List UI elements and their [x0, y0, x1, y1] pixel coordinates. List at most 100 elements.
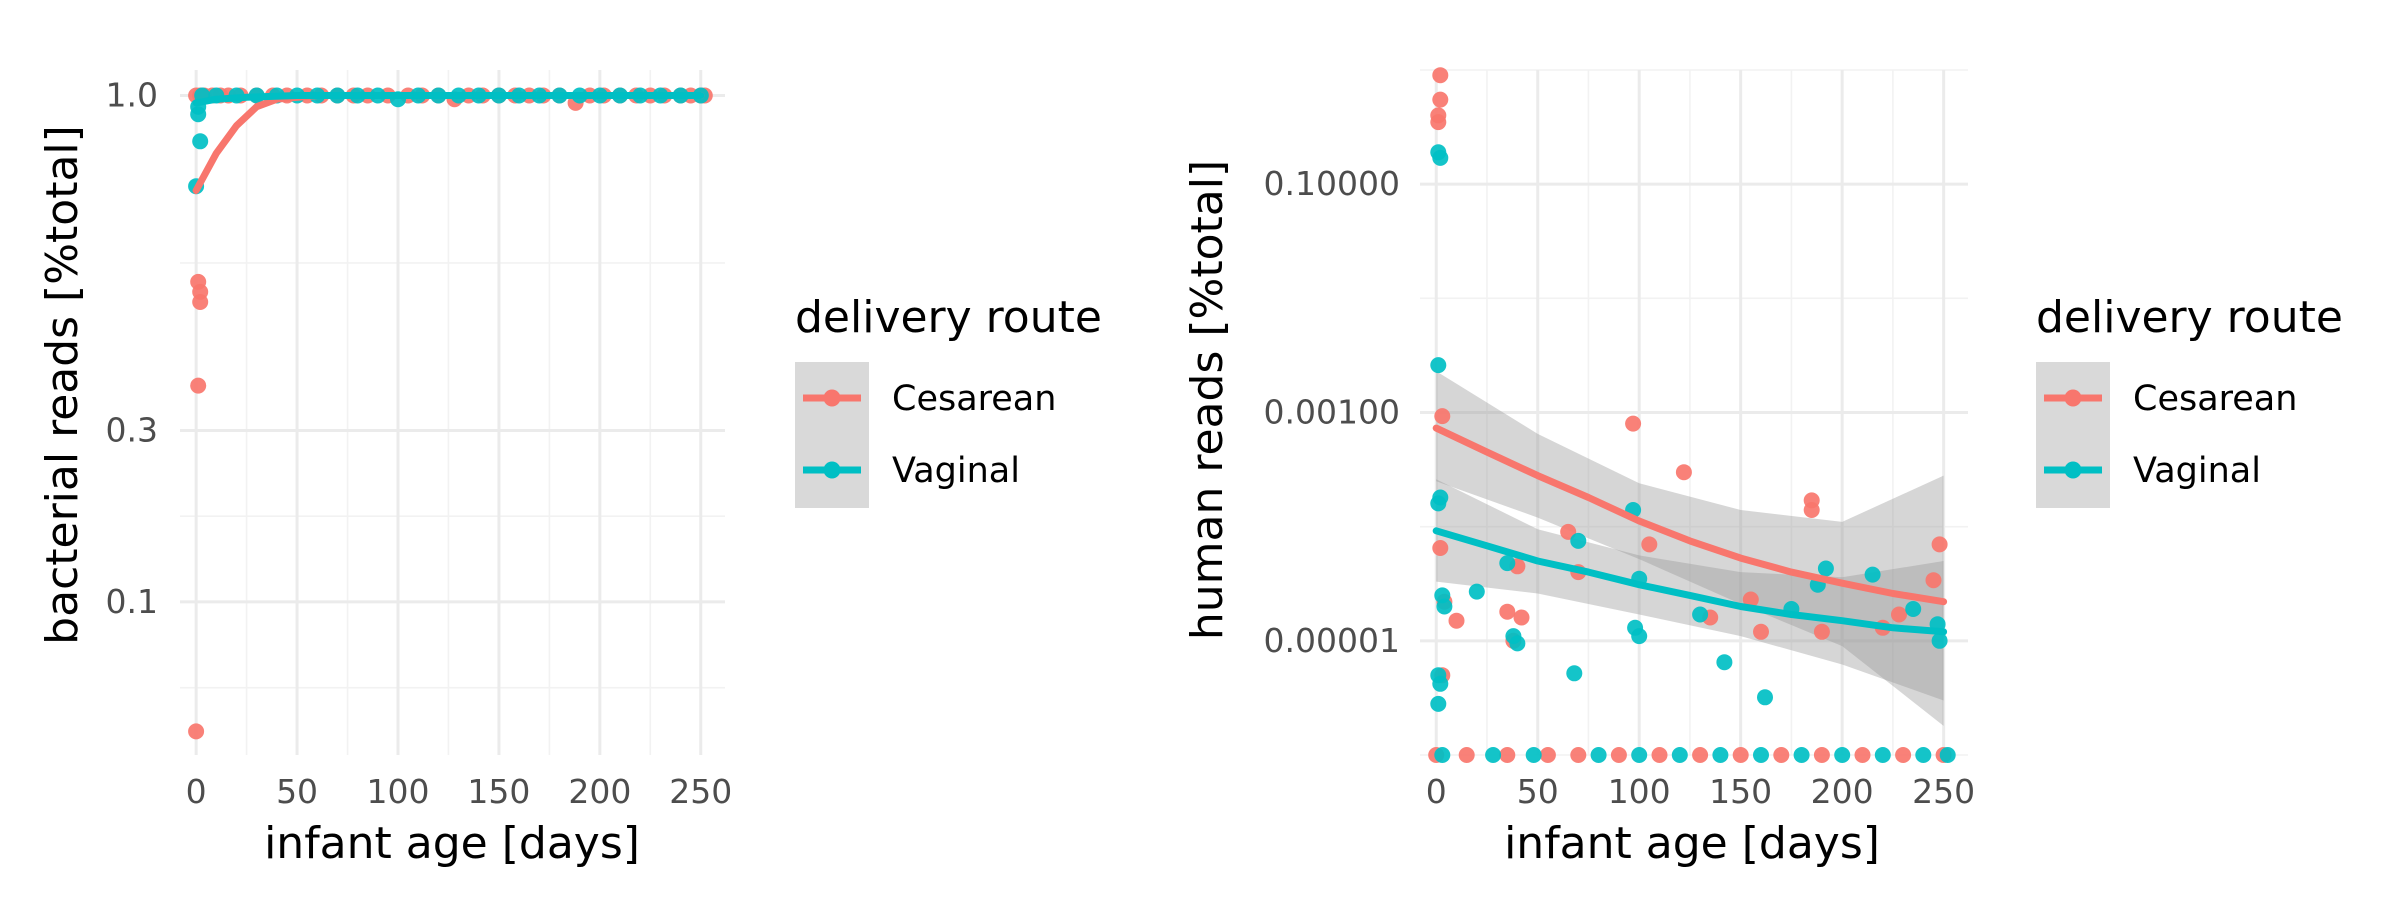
data-point-vaginal: [1817, 560, 1834, 577]
data-point-vaginal: [1931, 632, 1948, 649]
data-point-cesarean: [1773, 747, 1790, 763]
x-tick-label: 250: [1912, 772, 1975, 811]
data-point-cesarean: [1732, 747, 1749, 763]
human-legend-vaginal-dot: [2064, 461, 2082, 479]
bacterial-trend-lines: [192, 92, 705, 194]
human-legend-key-bg: [2036, 362, 2110, 508]
data-point-vaginal: [1834, 747, 1851, 763]
data-point-vaginal: [192, 133, 209, 150]
bacterial-legend-title: delivery route: [795, 292, 1102, 343]
data-point-vaginal: [1485, 747, 1502, 763]
data-point-vaginal: [1434, 747, 1451, 763]
data-point-cesarean: [1539, 747, 1556, 763]
data-point-cesarean: [1813, 623, 1830, 640]
bacterial-x-axis-title: infant age [days]: [264, 818, 640, 869]
data-point-cesarean: [188, 723, 205, 740]
data-point-cesarean: [1432, 67, 1449, 84]
bacterial-legend-cesarean-dot: [823, 389, 841, 407]
data-point-cesarean: [1641, 536, 1658, 553]
data-point-vaginal: [1432, 675, 1449, 692]
x-tick-label: 100: [1608, 772, 1671, 811]
data-point-vaginal: [1864, 566, 1881, 583]
confidence-band-cesarean: [1436, 371, 1944, 726]
human-confidence-bands: [1436, 371, 1944, 726]
bacterial-y-ticks: 0.10.31.0: [106, 75, 158, 620]
data-point-cesarean: [1448, 612, 1465, 629]
data-point-vaginal: [1757, 689, 1773, 706]
data-point-cesarean: [1931, 536, 1948, 553]
data-point-vaginal: [1712, 747, 1729, 763]
data-point-vaginal: [1499, 555, 1516, 572]
data-point-vaginal: [1915, 747, 1932, 763]
data-point-cesarean: [1499, 603, 1516, 620]
data-point-cesarean: [1675, 464, 1692, 481]
x-tick-label: 100: [367, 772, 430, 811]
data-point-vaginal: [1716, 654, 1733, 671]
human-x-axis-title: infant age [days]: [1504, 818, 1880, 869]
data-point-vaginal: [1939, 747, 1956, 763]
data-point-vaginal: [1509, 635, 1526, 652]
human-legend: delivery route Cesarean Vaginal: [2036, 292, 2343, 508]
data-point-cesarean: [1753, 623, 1769, 640]
x-tick-label: 200: [1811, 772, 1874, 811]
data-point-vaginal: [1525, 747, 1542, 763]
data-point-vaginal: [1671, 747, 1688, 763]
data-point-cesarean: [1895, 747, 1912, 763]
data-point-vaginal: [1430, 357, 1447, 374]
bacterial-y-axis-title: bacterial reads [%total]: [37, 125, 88, 645]
data-point-cesarean: [1499, 747, 1516, 763]
bacterial-legend-key-bg: [795, 362, 869, 508]
x-tick-label: 200: [568, 772, 631, 811]
trend-line-vaginal: [192, 92, 705, 107]
confidence-band-vaginal: [1436, 479, 1944, 701]
y-tick-label: 0.10000: [1264, 164, 1400, 203]
bacterial-legend-vaginal-dot: [823, 461, 841, 479]
data-point-cesarean: [190, 377, 207, 394]
data-point-vaginal: [1753, 747, 1769, 763]
data-point-cesarean: [1625, 415, 1642, 432]
data-point-cesarean: [1513, 609, 1530, 626]
bacterial-legend-cesarean-label: Cesarean: [892, 379, 1056, 419]
data-point-vaginal: [1570, 532, 1587, 549]
x-tick-label: 50: [1517, 772, 1559, 811]
x-tick-label: 150: [1709, 772, 1772, 811]
data-point-cesarean: [1854, 747, 1871, 763]
x-tick-label: 150: [467, 772, 530, 811]
data-point-cesarean: [1891, 606, 1907, 623]
data-point-vaginal: [1430, 495, 1447, 512]
data-point-vaginal: [1631, 747, 1648, 763]
human-legend-title: delivery route: [2036, 292, 2343, 343]
data-point-vaginal: [1430, 695, 1447, 712]
x-tick-label: 50: [276, 772, 318, 811]
data-point-vaginal: [1631, 628, 1648, 645]
data-point-cesarean: [1610, 747, 1627, 763]
bacterial-points: [188, 87, 713, 740]
human-legend-vaginal-label: Vaginal: [2133, 451, 2261, 491]
bacterial-x-ticks: 0 50 100 150 200 250: [186, 772, 733, 811]
bacterial-grid: [180, 70, 725, 755]
y-tick-label: 0.3: [106, 410, 158, 449]
data-point-cesarean: [1432, 540, 1449, 556]
data-point-vaginal: [1436, 598, 1453, 615]
data-point-vaginal: [1468, 583, 1485, 600]
x-tick-label: 0: [186, 772, 207, 811]
y-tick-label: 0.1: [106, 582, 158, 621]
bacterial-legend: delivery route Cesarean Vaginal: [795, 292, 1102, 508]
data-point-cesarean: [1651, 747, 1668, 763]
human-legend-cesarean-dot: [2064, 389, 2082, 407]
data-point-vaginal: [1874, 747, 1891, 763]
data-point-cesarean: [192, 294, 209, 310]
data-point-cesarean: [1570, 747, 1587, 763]
human-legend-cesarean-label: Cesarean: [2133, 379, 2297, 419]
data-point-cesarean: [1430, 114, 1447, 131]
human-y-axis-title: human reads [%total]: [1182, 160, 1233, 640]
trend-line-vaginal: [1432, 527, 1948, 636]
y-tick-label: 0.00100: [1264, 393, 1400, 432]
data-point-cesarean: [1434, 408, 1451, 425]
x-tick-label: 250: [669, 772, 732, 811]
